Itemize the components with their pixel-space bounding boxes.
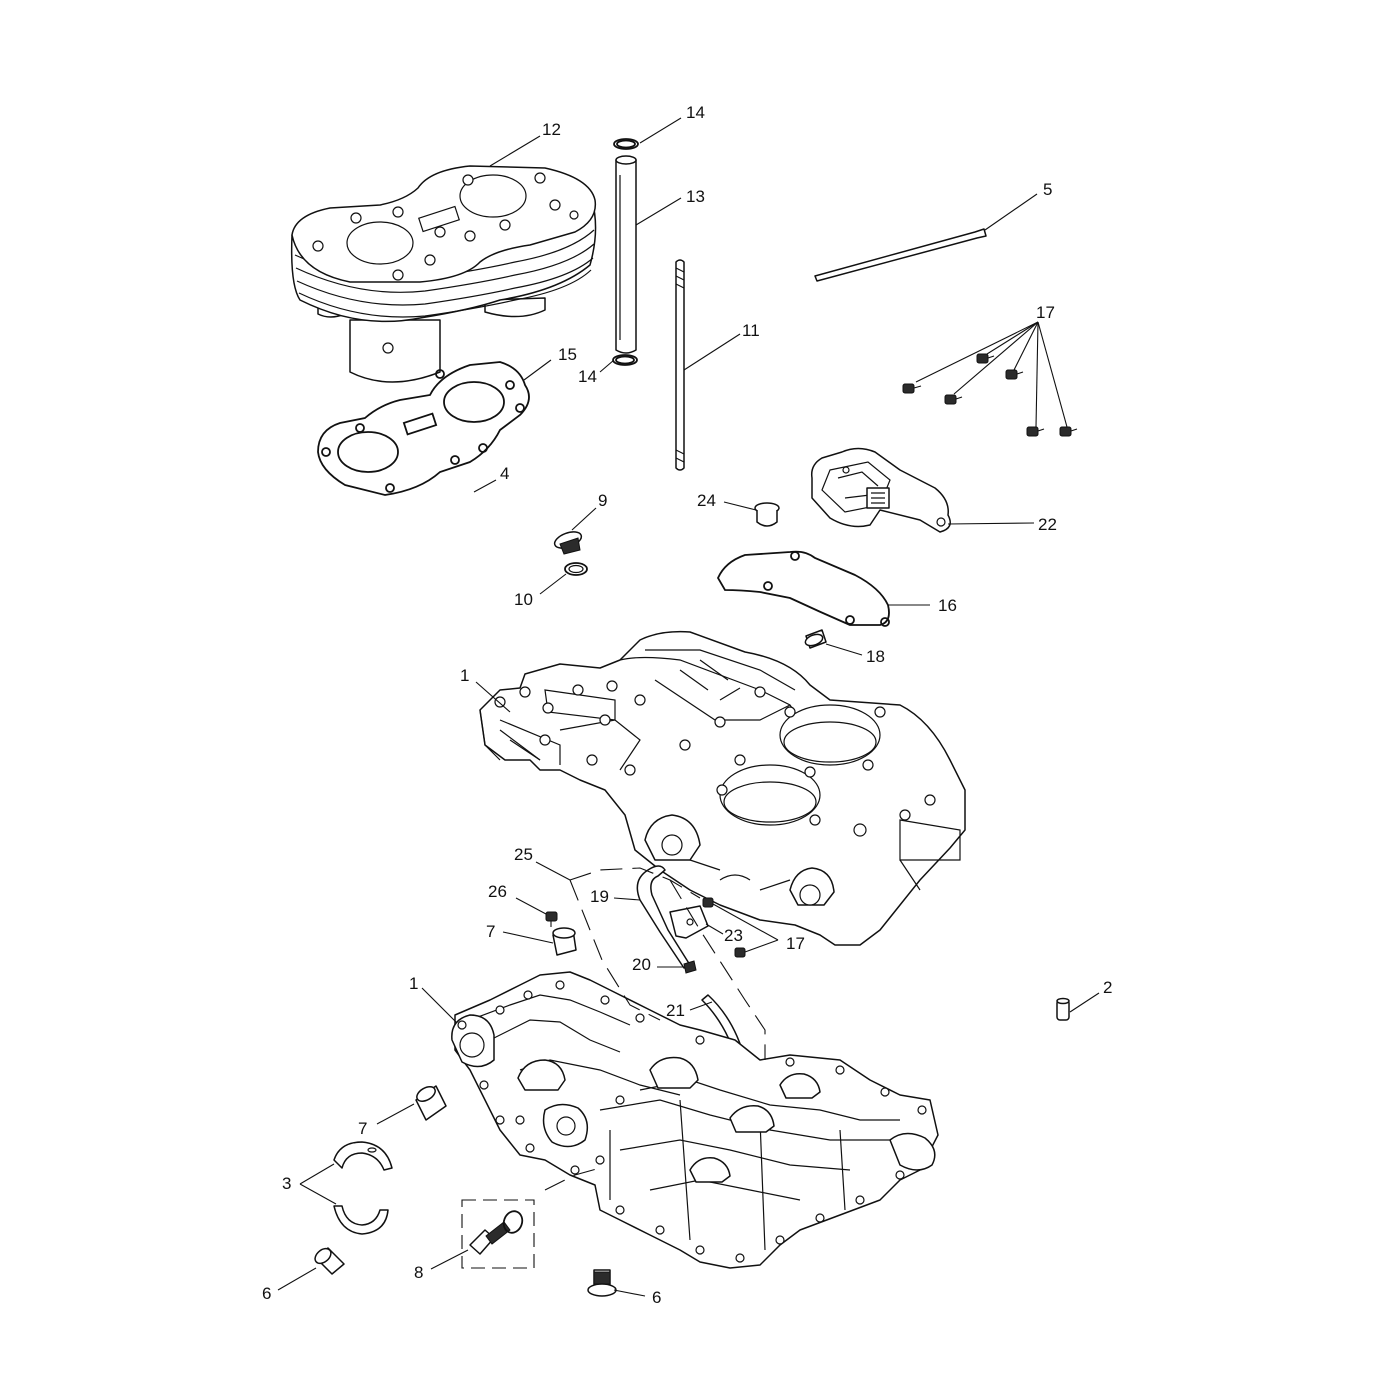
callout-3: 3: [282, 1174, 291, 1193]
clip-23[interactable]: [669, 905, 709, 939]
callout-leaders: [277, 117, 1100, 1297]
callout-labels: 12 14 13 5 11 14 15 17 4 9 10 24 22 16 1…: [262, 103, 1112, 1307]
cylinder-block[interactable]: [290, 165, 597, 383]
callout-6-left: 6: [262, 1284, 271, 1303]
filler-plug-seal[interactable]: [564, 562, 588, 576]
upper-crankcase[interactable]: [479, 630, 966, 946]
callout-15: 15: [558, 345, 577, 364]
breather-union[interactable]: [804, 629, 827, 649]
breather-cover-gasket[interactable]: [716, 550, 890, 627]
callout-13: 13: [686, 187, 705, 206]
callout-11: 11: [742, 321, 760, 340]
cylinder-stud[interactable]: [675, 259, 685, 471]
callout-1-upper: 1: [460, 666, 469, 685]
oil-feed-tube[interactable]: [615, 155, 637, 354]
screw-set-17[interactable]: [902, 353, 1078, 437]
lower-crankcase[interactable]: [451, 971, 939, 1269]
callout-7-lower: 7: [358, 1119, 367, 1138]
callout-25: 25: [514, 845, 533, 864]
callout-20: 20: [632, 955, 651, 974]
screw[interactable]: [902, 383, 922, 394]
screw[interactable]: [1059, 426, 1078, 437]
screw[interactable]: [944, 394, 963, 405]
callout-10: 10: [514, 590, 533, 609]
callout-26: 26: [488, 882, 507, 901]
callout-24: 24: [697, 491, 716, 510]
o-ring-lower[interactable]: [612, 354, 638, 366]
callout-12: 12: [542, 120, 561, 139]
screw[interactable]: [976, 353, 995, 364]
assembly-guide-lines: [544, 867, 766, 1191]
blanking-plug-6-right[interactable]: [587, 1269, 617, 1297]
callout-21: 21: [666, 1001, 685, 1020]
sump-drain-plug-kit[interactable]: [461, 1199, 535, 1269]
o-ring-20[interactable]: [683, 960, 697, 974]
callout-18: 18: [866, 647, 885, 666]
o-ring-upper[interactable]: [613, 138, 639, 150]
callout-23: 23: [724, 926, 743, 945]
callout-4: 4: [500, 464, 509, 483]
callout-5: 5: [1043, 180, 1052, 199]
dowel-2[interactable]: [1056, 997, 1070, 1021]
screw[interactable]: [1005, 369, 1024, 380]
breather-cover[interactable]: [810, 447, 951, 533]
screw-17-b[interactable]: [734, 947, 746, 958]
callout-1-lower: 1: [409, 974, 418, 993]
oil-pipe-19[interactable]: [636, 865, 691, 969]
callout-9: 9: [598, 491, 607, 510]
callout-17-lower: 17: [786, 934, 805, 953]
callout-14-lower: 14: [578, 367, 597, 386]
cable-tie[interactable]: [814, 228, 987, 282]
dowel-sleeve-7-lower[interactable]: [414, 1084, 447, 1121]
screw-26[interactable]: [545, 911, 558, 927]
main-bearing-shells[interactable]: [333, 1141, 393, 1235]
callout-19: 19: [590, 887, 609, 906]
blanking-plug[interactable]: [754, 502, 780, 527]
blanking-plug-6-left[interactable]: [312, 1246, 345, 1275]
dowel-sleeve-7-upper[interactable]: [552, 927, 577, 956]
callout-16: 16: [938, 596, 957, 615]
screw[interactable]: [1026, 426, 1045, 437]
callout-8: 8: [414, 1263, 423, 1282]
filler-plug[interactable]: [552, 529, 583, 555]
callout-17-top: 17: [1036, 303, 1055, 322]
callout-6-right: 6: [652, 1288, 661, 1307]
callout-22: 22: [1038, 515, 1057, 534]
screw-17-a[interactable]: [702, 897, 714, 908]
callout-14-upper: 14: [686, 103, 705, 122]
callout-2: 2: [1103, 978, 1112, 997]
cylinder-base-gasket[interactable]: [317, 361, 530, 496]
callout-7-upper: 7: [486, 922, 495, 941]
